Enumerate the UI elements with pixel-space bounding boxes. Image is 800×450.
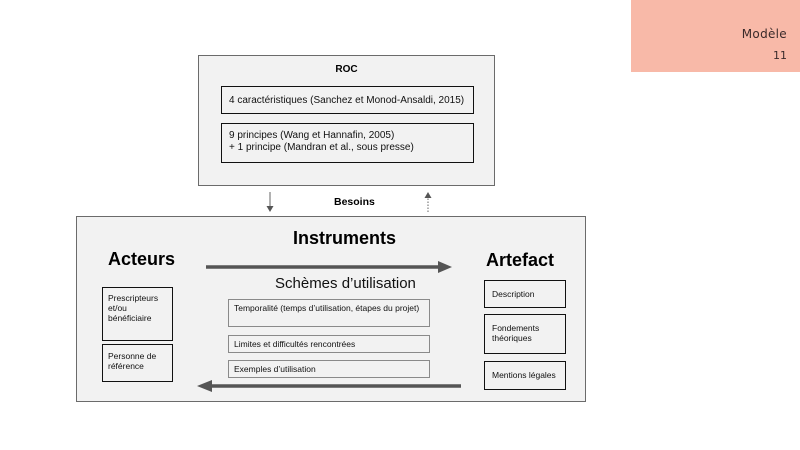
artefact-item-fondements: Fondements théoriques bbox=[484, 314, 566, 354]
acteurs-item-personne: Personne de référence bbox=[102, 344, 173, 382]
acteurs-item-label: Prescripteurs et/ou bénéficiaire bbox=[108, 293, 159, 323]
schemes-item-limites: Limites et difficultés rencontrées bbox=[228, 335, 430, 353]
instruments-title: Instruments bbox=[293, 228, 397, 248]
artefact-item-label: Fondements théoriques bbox=[492, 323, 540, 343]
roc-title: ROC bbox=[335, 64, 358, 75]
right-arrow-icon bbox=[206, 261, 452, 273]
artefact-title: Artefact bbox=[486, 250, 555, 270]
down-arrow-icon bbox=[266, 192, 274, 212]
schemes-item-label: Limites et difficultés rencontrées bbox=[234, 339, 356, 349]
artefact-item-mentions: Mentions légales bbox=[484, 361, 566, 390]
roc-principles-line1: 9 principes (Wang et Hannafin, 2005) bbox=[229, 130, 395, 141]
roc-characteristics-text: 4 caractéristiques (Sanchez et Monod-Ans… bbox=[229, 95, 465, 106]
slide-title: Modèle bbox=[741, 27, 787, 41]
roc-principles-line2: + 1 principe (Mandran et al., sous press… bbox=[229, 142, 414, 153]
schemes-title: Schèmes d’utilisation bbox=[275, 275, 416, 292]
slide-header-tab: Modèle 11 bbox=[631, 0, 800, 72]
besoins-label: Besoins bbox=[334, 196, 375, 208]
schemes-item-exemples: Exemples d’utilisation bbox=[228, 360, 430, 378]
acteurs-item-prescripteurs: Prescripteurs et/ou bénéficiaire bbox=[102, 287, 173, 341]
slide-number: 11 bbox=[773, 49, 787, 62]
schemes-item-label: Temporalité (temps d’utilisation, étapes… bbox=[234, 303, 420, 313]
roc-principles-box: 9 principes (Wang et Hannafin, 2005) + 1… bbox=[221, 123, 474, 163]
artefact-item-label: Mentions légales bbox=[492, 370, 556, 380]
artefact-item-description: Description bbox=[484, 280, 566, 308]
artefact-item-label: Description bbox=[492, 289, 535, 299]
roc-panel: ROC 4 caractéristiques (Sanchez et Monod… bbox=[198, 55, 495, 186]
instruments-panel: Instruments Acteurs Artefact Schèmes d’u… bbox=[76, 216, 586, 402]
left-arrow-icon bbox=[197, 380, 461, 392]
schemes-item-label: Exemples d’utilisation bbox=[234, 364, 316, 374]
roc-characteristics-box: 4 caractéristiques (Sanchez et Monod-Ans… bbox=[221, 86, 474, 114]
schemes-item-temporalite: Temporalité (temps d’utilisation, étapes… bbox=[228, 299, 430, 327]
up-arrow-icon bbox=[424, 192, 432, 212]
acteurs-title: Acteurs bbox=[108, 249, 176, 269]
acteurs-item-label: Personne de référence bbox=[108, 351, 157, 371]
